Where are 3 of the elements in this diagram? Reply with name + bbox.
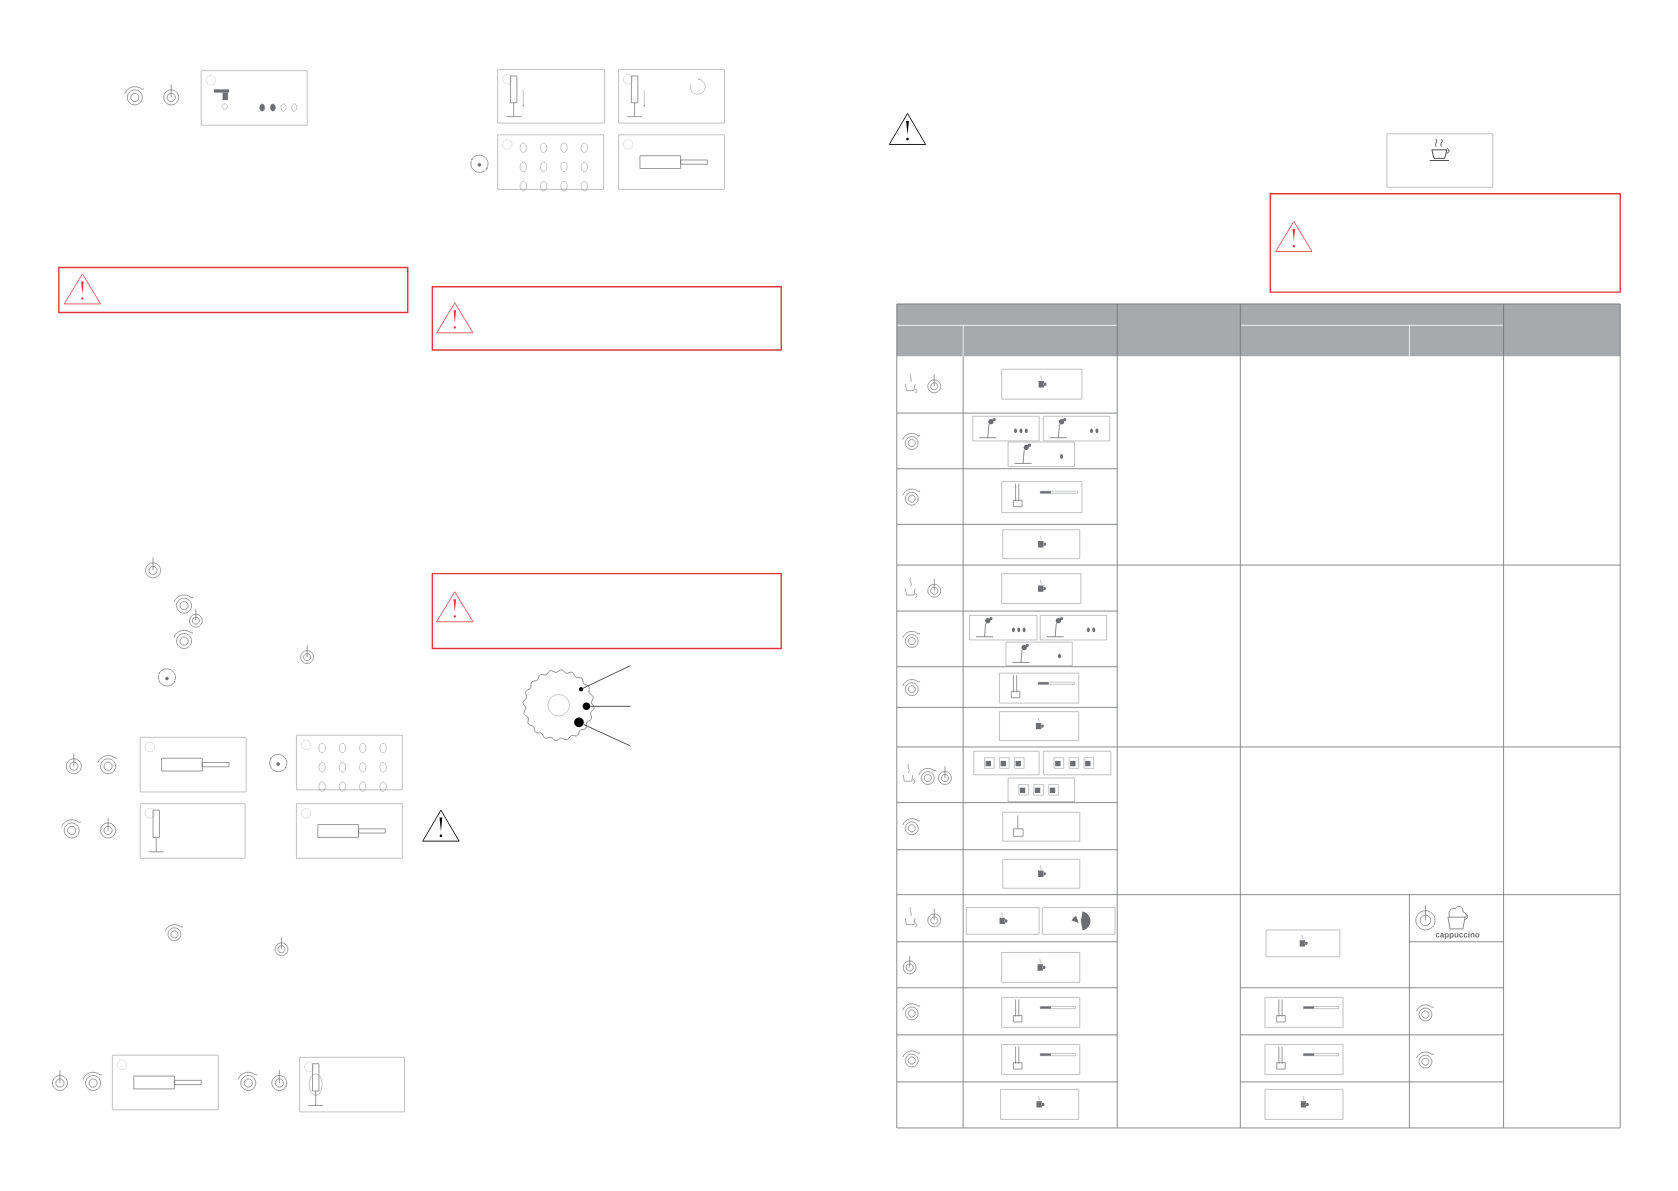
leader-line [583,724,631,747]
leader-line [582,665,631,689]
leader-line [590,705,631,707]
